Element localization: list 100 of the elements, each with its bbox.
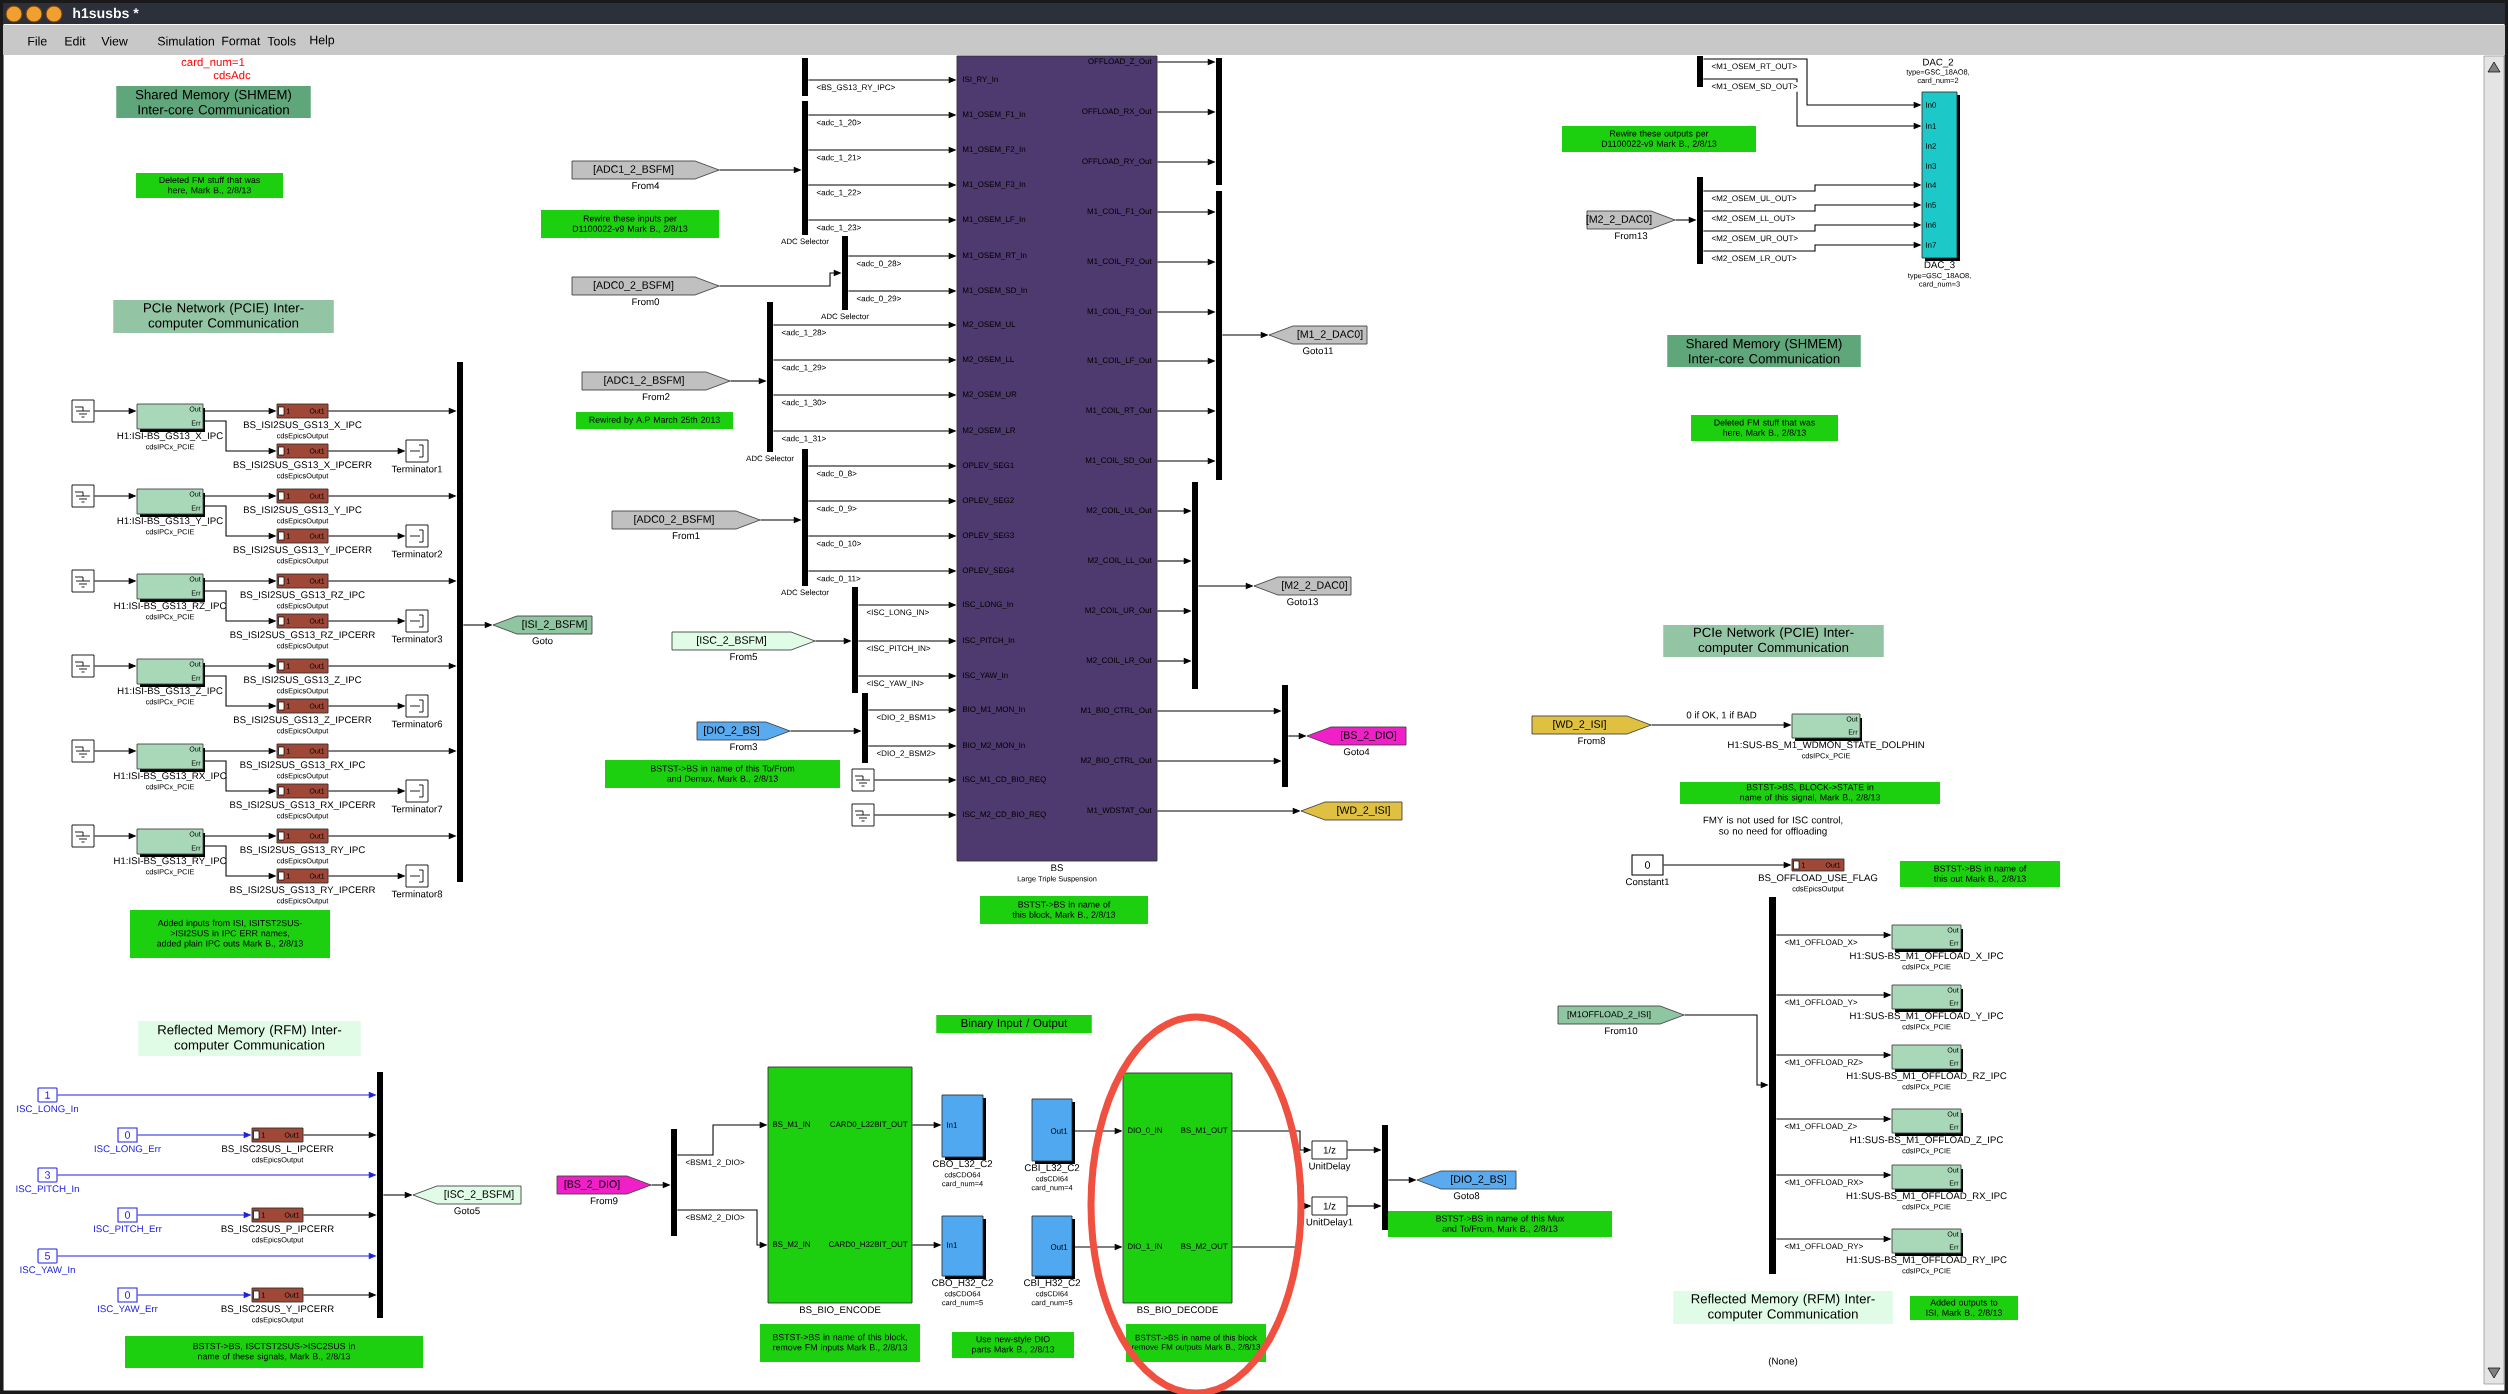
block-label: BS_BIO_ENCODE xyxy=(800,1306,881,1316)
terminator-block: Terminator8 xyxy=(391,864,443,898)
block-label: From5 xyxy=(730,653,758,661)
signal-label: <adc_1_30> xyxy=(780,398,828,408)
menu-item: Format xyxy=(222,36,261,46)
signal-label: 0 if OK, 1 if BAD xyxy=(1685,710,1758,721)
block-label: BS_ISI2SUS_GS13_X_IPC xyxy=(243,421,362,431)
block-label: H1:SUS-BS_M1_OFFLOAD_X_IPC xyxy=(1850,952,2004,962)
menu-item: Simulation xyxy=(157,36,214,46)
block-label: BS_ISI2SUS_GS13_RZ_IPCERR xyxy=(230,631,375,641)
unit-delay-block: 1/z xyxy=(1311,1140,1348,1160)
section-header: PCIe Network (PCIE) Inter-computer Communication xyxy=(1663,625,1884,657)
note-box: Rewired by A.P March 25th 2013 xyxy=(576,412,733,429)
signal-label: <M2_OSEM_UL_OUT> xyxy=(1710,194,1798,204)
inport-block: 3 xyxy=(37,1167,58,1183)
block-label: From3 xyxy=(730,743,758,751)
from-tag: [ADC1_2_BSFM] xyxy=(581,371,731,391)
block-label: BS_ISI2SUS_GS13_X_IPCERR xyxy=(233,461,372,471)
block-parameter: card_num=1 xyxy=(181,57,245,69)
note-box: Rewire these outputs per D1100022-v9 Mark B., 2/8/13 xyxy=(1562,126,1756,152)
section-header: Reflected Memory (RFM) Inter-computer Communication xyxy=(1673,1291,1893,1324)
from-tag: [ADC1_2_BSFM] xyxy=(571,160,720,180)
from-tag: [M1OFFLOAD_2_ISI] xyxy=(1557,1005,1685,1025)
signal-label: <adc_1_28> xyxy=(780,328,828,338)
block-label: BS_ISC2SUS_L_IPCERR xyxy=(222,1145,334,1155)
signal-label: <M1_OFFLOAD_Y> xyxy=(1783,998,1859,1008)
block-label: From2 xyxy=(642,393,670,401)
note-box: Added outputs to ISI, Mark B., 2/8/13 xyxy=(1910,1296,2018,1320)
block-label: H1:SUS-BS_M1_OFFLOAD_RY_IPC xyxy=(1846,1256,2007,1266)
signal-label: <adc_1_22> xyxy=(815,188,863,198)
block-label: BS_ISI2SUS_GS13_RY_IPCERR xyxy=(230,886,376,896)
block-label: H1:ISI-BS_GS13_RX_IPC xyxy=(114,772,227,782)
block-label: BS_ISC2SUS_Y_IPCERR xyxy=(221,1305,334,1315)
note-box: Use new-style DIO parts Mark B., 2/8/13 xyxy=(952,1332,1074,1358)
block-label: Goto xyxy=(532,637,553,645)
block-label: Goto8 xyxy=(1453,1192,1480,1200)
block-label: ISC_PITCH_Err xyxy=(94,1225,162,1235)
signal-label: <M1_OFFLOAD_RZ> xyxy=(1783,1058,1865,1068)
signal-label: <M1_OFFLOAD_X> xyxy=(1783,938,1859,948)
ground-block xyxy=(71,654,95,678)
block-label: BS_ISI2SUS_GS13_RX_IPCERR xyxy=(230,801,376,811)
constant-block: 0 xyxy=(1631,854,1664,876)
signal-label: <M2_OSEM_LL_OUT> xyxy=(1710,214,1797,224)
ground-block xyxy=(71,824,95,848)
block-label: Constant1 xyxy=(1626,878,1670,886)
from-tag: [ADC0_2_BSFM] xyxy=(611,510,761,530)
terminator-block: Terminator3 xyxy=(391,609,443,643)
block-label: H1:ISI-BS_GS13_RY_IPC xyxy=(114,857,227,867)
block-label: BS_ISI2SUS_GS13_RY_IPC xyxy=(240,846,365,856)
signal-label: <DIO_2_BSM1> xyxy=(875,713,937,723)
goto-tag: [ISC_2_BSFM] xyxy=(412,1185,522,1205)
block-label: From4 xyxy=(632,182,660,190)
block-label: H1:ISI-BS_GS13_RZ_IPC xyxy=(114,602,227,612)
block-label: ISC_LONG_Err xyxy=(94,1145,161,1155)
signal-label: <adc_0_11> xyxy=(815,574,862,584)
from-tag: [WD_2_ISI] xyxy=(1531,715,1652,735)
node-label: Terminator3 xyxy=(391,635,443,643)
note-box: Added inputs from ISI, ISITST2SUS->ISI2SUS in IPC ERR names, added plain IPC outs Mark B., 2/8/13 xyxy=(130,910,330,958)
menu-item: View xyxy=(101,36,128,46)
inport-block: 5 xyxy=(37,1248,58,1264)
constant-block: 0 xyxy=(117,1127,138,1143)
block-label: H1:ISI-BS_GS13_X_IPC xyxy=(117,432,223,442)
note-box: Deleted FM stuff that was here, Mark B., 2/8/13 xyxy=(136,173,283,198)
block-label: BS_ISI2SUS_GS13_Y_IPCERR xyxy=(233,546,372,556)
node-label: Terminator2 xyxy=(391,550,443,558)
block-label: CBI_H32_C2 xyxy=(1024,1279,1080,1289)
signal-label: <adc_0_29> xyxy=(855,294,903,304)
block-label: H1:SUS-BS_M1_OFFLOAD_Z_IPC xyxy=(1850,1136,2003,1146)
note-box: BSTST->BS in name of this Mux and To/From, Mark B., 2/8/13 xyxy=(1388,1211,1612,1237)
unit-delay-block: 1/z xyxy=(1311,1196,1348,1216)
note-box: BSTST->BS in name of this block, Mark B., 2/8/13 xyxy=(980,896,1148,924)
signal-label: <M1_OSEM_RT_OUT> xyxy=(1710,62,1799,72)
block-label: BS_ISC2SUS_P_IPCERR xyxy=(221,1225,334,1235)
block-label: BS_ISI2SUS_GS13_Z_IPC xyxy=(244,676,362,686)
window-title: h1susbs * xyxy=(73,7,139,19)
block-label: BS_ISI2SUS_GS13_Y_IPC xyxy=(243,506,362,516)
signal-label: <M1_OSEM_SD_OUT> xyxy=(1710,82,1799,92)
block-label: ISC_PITCH_In xyxy=(16,1185,79,1195)
block-label: UnitDelay1 xyxy=(1306,1218,1353,1228)
block-label: CBO_H32_C2 xyxy=(932,1279,993,1289)
block-label: ISC_YAW_Err xyxy=(98,1305,158,1315)
signal-label: <M2_OSEM_UR_OUT> xyxy=(1710,234,1800,244)
block-label: CBO_L32_C2 xyxy=(932,1160,993,1170)
signal-label: <ISC_LONG_IN> xyxy=(865,608,931,618)
signal-label: <adc_1_20> xyxy=(815,118,863,128)
note-box: BSTST->BS in name of this block, remove FM inputs Mark B., 2/8/13 xyxy=(760,1324,920,1362)
note-box: BSTST->BS in name of this To/From and Demux, Mark B., 2/8/13 xyxy=(605,760,840,788)
block-label: H1:ISI-BS_GS13_Z_IPC xyxy=(117,687,223,697)
node-label: Terminator6 xyxy=(391,720,443,728)
block-label: H1:SUS-BS_M1_OFFLOAD_RX_IPC xyxy=(1846,1192,2007,1202)
block-label: From13 xyxy=(1615,232,1648,240)
block-label: H1:SUS-BS_M1_OFFLOAD_RZ_IPC xyxy=(1847,1072,2007,1082)
annotation-text: (None) xyxy=(1768,1357,1798,1367)
menu-item: Help xyxy=(310,35,335,47)
block-label: DAC_2 xyxy=(1923,58,1954,68)
block-label: BS_OFFLOAD_USE_FLAG xyxy=(1758,874,1878,884)
section-header: Binary Input / Output xyxy=(936,1015,1092,1033)
block-label: BS_ISI2SUS_GS13_RZ_IPC xyxy=(240,591,365,601)
note-box: Rewire these inputs per D1100022-v9 Mark B., 2/8/13 xyxy=(541,210,719,238)
section-header: Reflected Memory (RFM) Inter-computer Communication xyxy=(138,1021,361,1056)
